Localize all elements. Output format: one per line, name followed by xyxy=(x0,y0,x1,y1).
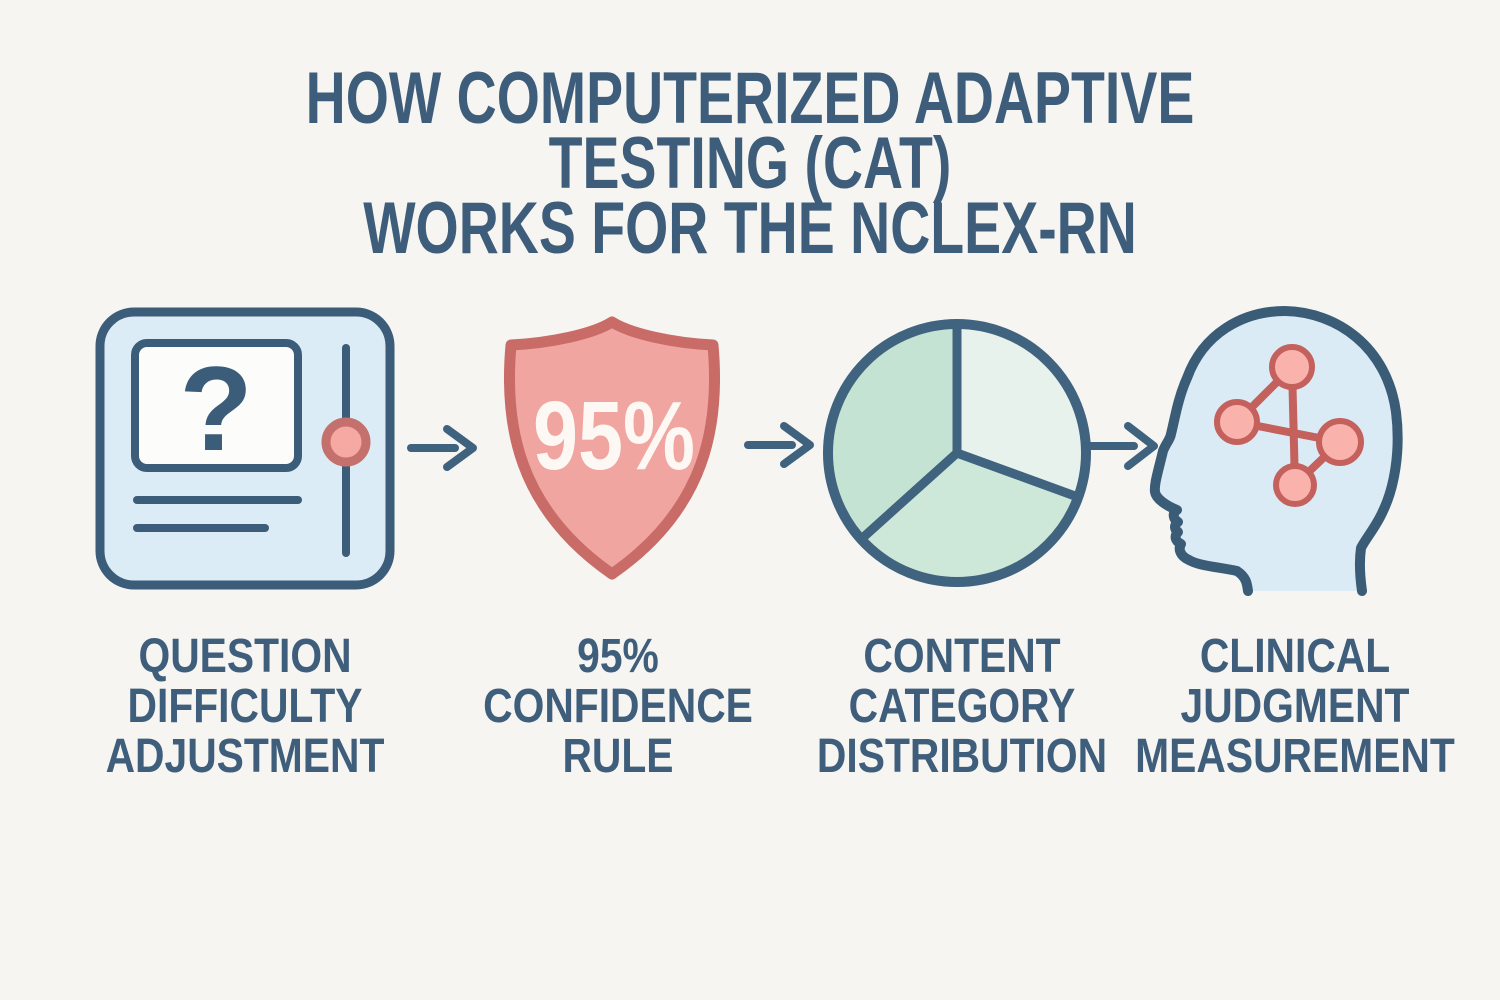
arrow-head xyxy=(443,425,477,471)
title-line-1: HOW COMPUTERIZED ADAPTIVE TESTING (CAT) xyxy=(305,58,1195,204)
shield-shape xyxy=(503,316,721,580)
step-label-line: JUDGMENT xyxy=(1180,680,1410,733)
head-profile-network-icon xyxy=(1149,306,1403,596)
right-arrow-icon xyxy=(1082,422,1158,470)
step-label-line: RULE xyxy=(562,730,674,783)
step-label-line: DIFFICULTY xyxy=(127,680,363,733)
network-node xyxy=(1214,399,1260,445)
page-title: HOW COMPUTERIZED ADAPTIVE TESTING (CAT) … xyxy=(180,58,1320,269)
right-arrow-icon xyxy=(407,425,477,471)
step-label-line: DISTRIBUTION xyxy=(816,730,1108,783)
step-label-line: CONFIDENCE xyxy=(483,680,753,733)
question-mark-glyph: ? xyxy=(179,342,252,476)
arrow-head xyxy=(780,422,814,468)
confidence-value: 95% xyxy=(533,381,695,490)
step-label-clinical-judgment: CLINICAL JUDGMENT MEASUREMENT xyxy=(1125,632,1465,782)
question-card xyxy=(131,339,302,472)
step-label-confidence-rule: 95% CONFIDENCE RULE xyxy=(448,632,788,782)
step-label-line: CLINICAL xyxy=(1199,630,1391,683)
arrow-head xyxy=(1124,422,1158,470)
pie-chart-icon xyxy=(823,319,1091,587)
network-node xyxy=(1273,463,1317,507)
step-label-line: ADJUSTMENT xyxy=(105,730,385,783)
network-node xyxy=(1269,344,1315,390)
slider-handle xyxy=(321,417,371,467)
step-label-line: 95% xyxy=(577,630,659,683)
step-label-line: CONTENT xyxy=(863,630,1061,683)
right-arrow-icon xyxy=(744,422,814,468)
pie-outline xyxy=(823,319,1091,587)
step-label-line: CATEGORY xyxy=(848,680,1076,733)
step-label-line: MEASUREMENT xyxy=(1135,730,1455,783)
question-panel-slider-icon: ? xyxy=(95,307,395,590)
network-node xyxy=(1316,418,1364,466)
title-line-2: WORKS FOR THE NCLEX-RN xyxy=(363,188,1137,269)
step-label-line: QUESTION xyxy=(138,630,352,683)
head-profile-shape xyxy=(1149,306,1403,596)
step-label-question-difficulty: QUESTION DIFFICULTY ADJUSTMENT xyxy=(75,632,415,782)
shield-icon: 95% xyxy=(503,316,721,580)
network-nodes xyxy=(1214,344,1364,507)
step-label-content-category: CONTENT CATEGORY DISTRIBUTION xyxy=(792,632,1132,782)
